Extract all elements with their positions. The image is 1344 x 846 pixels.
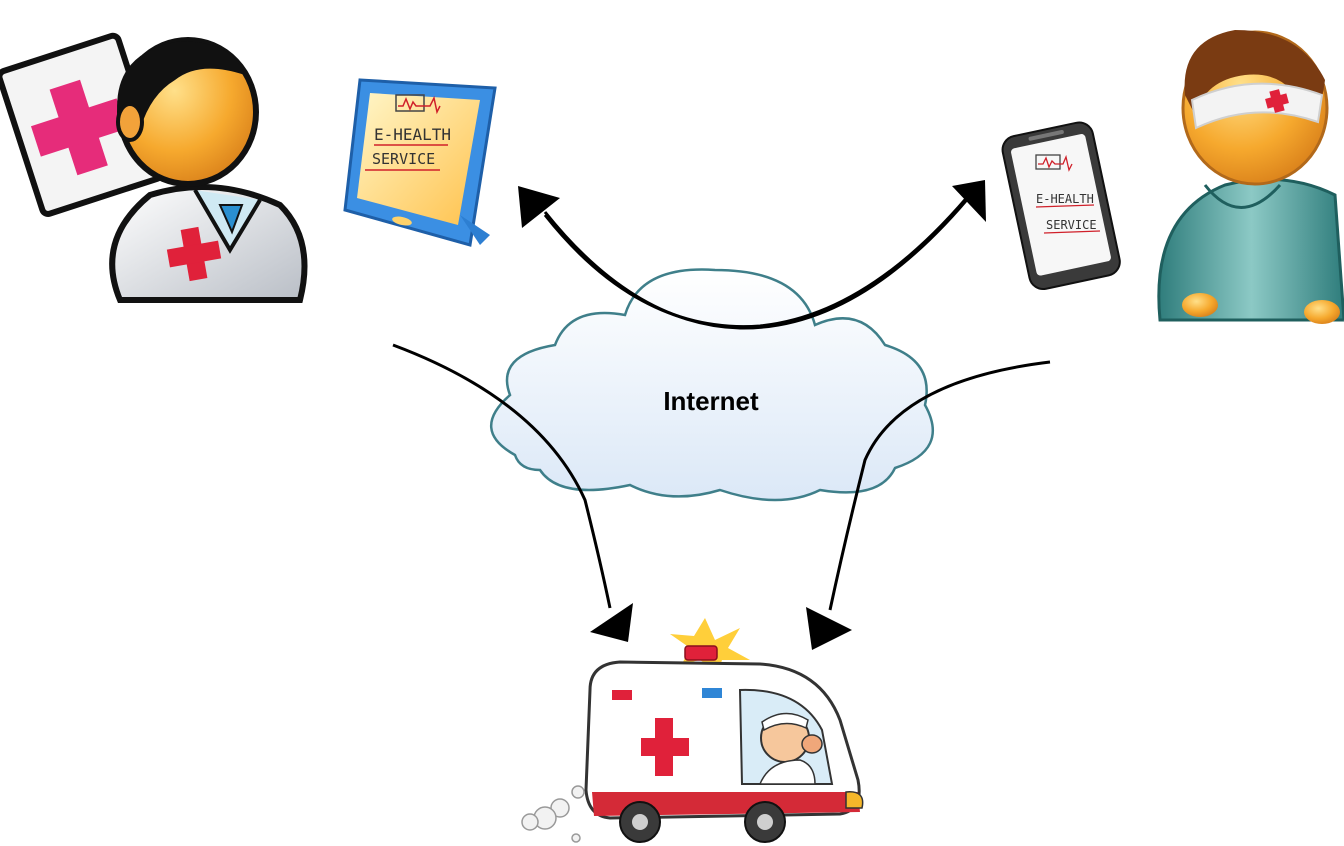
doctor-icon bbox=[0, 32, 308, 303]
arrow-curve-to-phone bbox=[543, 189, 977, 330]
arrowhead-tablet bbox=[518, 186, 560, 228]
smartphone-device: E-HEALTH SERVICE bbox=[1001, 121, 1121, 291]
arrow-curve-patient-ambulance bbox=[828, 360, 1051, 611]
arrowhead-phone bbox=[952, 180, 986, 222]
phone-service-line2: SERVICE bbox=[1046, 218, 1097, 232]
exhaust-smoke bbox=[521, 785, 585, 843]
phone-service-line1: E-HEALTH bbox=[1036, 192, 1094, 206]
arrowheads bbox=[518, 180, 986, 650]
tablet-service-line1: E-HEALTH bbox=[374, 125, 451, 144]
ecg-icon bbox=[1035, 154, 1073, 172]
tablet-device: E-HEALTH SERVICE bbox=[343, 78, 497, 247]
cloud-label: Internet bbox=[663, 386, 759, 416]
paramedic-driver bbox=[758, 712, 823, 785]
arrowhead-ambulance-right bbox=[806, 607, 852, 650]
arrow-curve-doctor-ambulance bbox=[392, 343, 612, 609]
internet-cloud: Internet bbox=[490, 268, 935, 502]
patient-icon bbox=[1157, 30, 1344, 324]
ecg-icon bbox=[395, 94, 441, 115]
ambulance-icon bbox=[521, 618, 864, 843]
connection-arrows bbox=[392, 187, 1051, 611]
arrowhead-ambulance-left bbox=[590, 603, 633, 642]
tablet-service-line2: SERVICE bbox=[372, 150, 435, 168]
